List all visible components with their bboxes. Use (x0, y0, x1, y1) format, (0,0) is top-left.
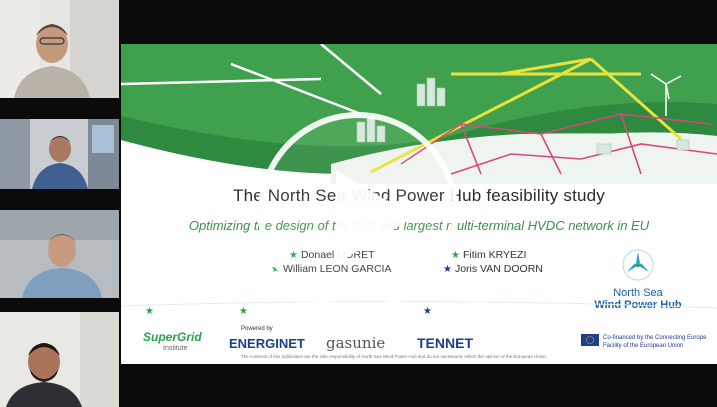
powered-by-label: Powered by (241, 326, 273, 332)
participant-video-4[interactable] (0, 312, 119, 407)
eu-flag-icon (581, 334, 599, 346)
disclaimer-text: The contents of this publication are the… (241, 354, 548, 359)
star-icon: ★ (145, 306, 154, 317)
star-icon: ★ (451, 250, 460, 261)
tennet-logo: TENNET (417, 335, 473, 351)
author-4: ★Joris VAN DOORN (443, 263, 543, 275)
author-3: ★Fitim KRYEZI (451, 249, 527, 261)
participant-video-3[interactable] (0, 210, 119, 298)
star-icon: ★ (443, 264, 452, 275)
star-icon: ★ (239, 306, 248, 317)
supergrid-institute-logo: SuperGrid Institute (143, 330, 202, 352)
play-icon (336, 170, 414, 264)
windmill-logo-icon (622, 249, 654, 281)
gasunie-logo: gasunie (326, 334, 386, 352)
play-button[interactable] (258, 112, 458, 312)
star-icon: ★ (423, 306, 432, 317)
cef-eu-funding-label: Co-financed by the Connecting Europe Fac… (581, 334, 711, 350)
energinet-logo: ENERGINET (229, 336, 305, 351)
footer-swoosh (121, 300, 717, 309)
participant-strip (0, 0, 119, 407)
participant-video-1[interactable] (0, 0, 119, 98)
participant-video-2[interactable] (0, 119, 119, 189)
